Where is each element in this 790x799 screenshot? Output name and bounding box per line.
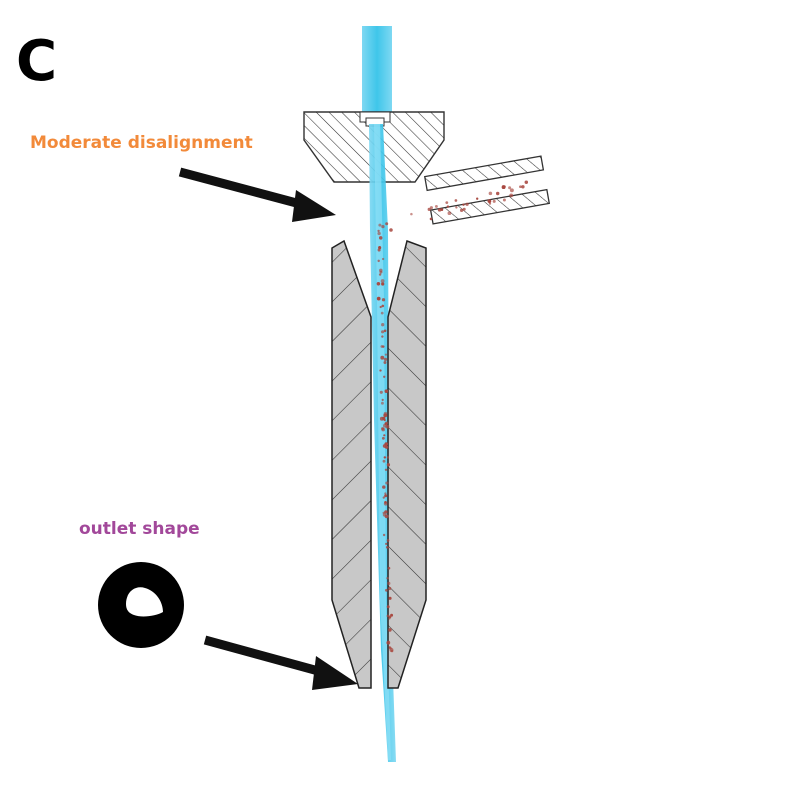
panel-letter: C <box>16 29 57 94</box>
focusing-tube-left <box>331 239 372 689</box>
water-jet-inlet <box>362 26 392 118</box>
abrasive-particles <box>376 180 529 653</box>
abrasive-feed-tube <box>423 155 551 225</box>
arrow-outlet <box>203 635 358 690</box>
focusing-tube <box>331 239 427 689</box>
focusing-tube-right <box>387 240 427 689</box>
arrow-disalignment <box>178 167 336 222</box>
label-outlet-shape: outlet shape <box>79 519 200 539</box>
label-moderate-disalignment: Moderate disalignment <box>30 133 253 153</box>
outlet-shape-icon <box>98 562 184 648</box>
